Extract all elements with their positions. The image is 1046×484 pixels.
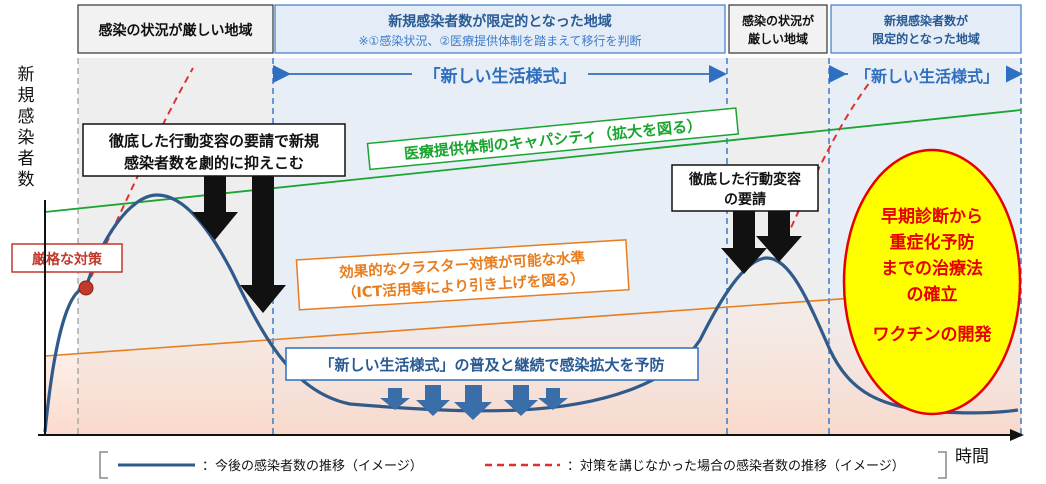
small-arrow-4 <box>504 385 538 416</box>
down-arrow-3 <box>721 210 767 274</box>
prevention-label: 「新しい生活様式」の普及と継続で感染拡大を予防 <box>319 356 664 374</box>
y-axis-label-char-1: 新 <box>18 65 35 85</box>
goal-line3: までの治療法 <box>881 258 983 279</box>
x-axis-arrowhead <box>1010 429 1024 441</box>
y-axis-label-char-5: 者 <box>18 149 35 169</box>
lifestyle-label-1-bg <box>412 62 588 88</box>
infection-curve <box>43 193 1019 433</box>
legend-dashed-label: ：対策を講じなかった場合の感染者数の推移（イメージ） <box>567 458 905 474</box>
header-zone-strict-1 <box>77 4 274 54</box>
goal-line1: 早期診断から <box>881 206 983 227</box>
y-axis-label-char-4: 染 <box>18 128 35 148</box>
down-arrow-4 <box>756 205 802 262</box>
header-zone-limited-1-sub: ※①感染状況、②医療提供体制を踏まえて移行を判断 <box>359 33 642 48</box>
small-arrow-5 <box>538 388 568 410</box>
goal-line2: 重症化予防 <box>890 232 975 253</box>
legend-bracket-right <box>938 451 947 479</box>
header-zone-limited-2 <box>830 4 1022 54</box>
lifestyle-label-1: 「新しい生活様式」 <box>424 66 577 87</box>
behavior-change-box-2-line2: の要請 <box>724 191 766 208</box>
behavior-change-box-1 <box>82 123 346 177</box>
y-axis-label-char-3: 感 <box>18 107 35 127</box>
lifestyle-label-2: 「新しい生活様式」 <box>855 67 999 86</box>
behavior-change-box-1-line2: 感染者数を劇的に抑えこむ <box>124 154 304 172</box>
legend-solid-label: ：今後の感染者数の推移（イメージ） <box>202 458 423 474</box>
small-arrow-1 <box>380 388 410 410</box>
behavior-change-box-2 <box>671 164 819 212</box>
behavior-change-box-1-line1: 徹底した行動変容の要請で新規 <box>108 132 319 150</box>
behavior-change-box-2-line1: 徹底した行動変容 <box>688 171 801 188</box>
y-axis-label-char-6: 数 <box>18 170 35 190</box>
goal-ellipse <box>842 148 1022 416</box>
header-zone-limited-2-line2: 限定的となった地域 <box>872 31 980 46</box>
header-zone-strict-2 <box>728 4 828 54</box>
down-arrow-1 <box>192 160 238 240</box>
header-zone-strict-1-text: 感染の状況が厳しい地域 <box>99 22 253 39</box>
header-zone-strict-2-line2: 厳しい地域 <box>748 31 808 46</box>
header-zone-limited-1 <box>274 4 726 54</box>
header-zone-limited-2-line1: 新規感染者数が <box>884 13 968 28</box>
prevention-box <box>285 347 699 381</box>
small-arrow-3 <box>454 385 492 420</box>
strict-measures-label: 厳格な対策 <box>32 251 103 268</box>
small-arrow-2 <box>416 385 450 416</box>
strict-measures-box <box>11 243 123 273</box>
strict-measures-point <box>78 280 94 296</box>
legend-bracket-left <box>99 451 108 479</box>
x-axis-label: 時間 <box>955 447 989 467</box>
header-zone-strict-2-line1: 感染の状況が <box>742 13 814 28</box>
capacity-label-box <box>366 107 740 171</box>
goal-line5: ワクチンの開発 <box>873 324 993 345</box>
cluster-label-box <box>295 239 630 311</box>
goal-line4: の確立 <box>907 284 958 305</box>
down-arrow-2 <box>240 160 286 313</box>
lifestyle-label-2-bg <box>848 62 1006 88</box>
y-axis-label-char-2: 規 <box>18 86 35 106</box>
header-zone-limited-1-title: 新規感染者数が限定的となった地域 <box>388 13 612 30</box>
